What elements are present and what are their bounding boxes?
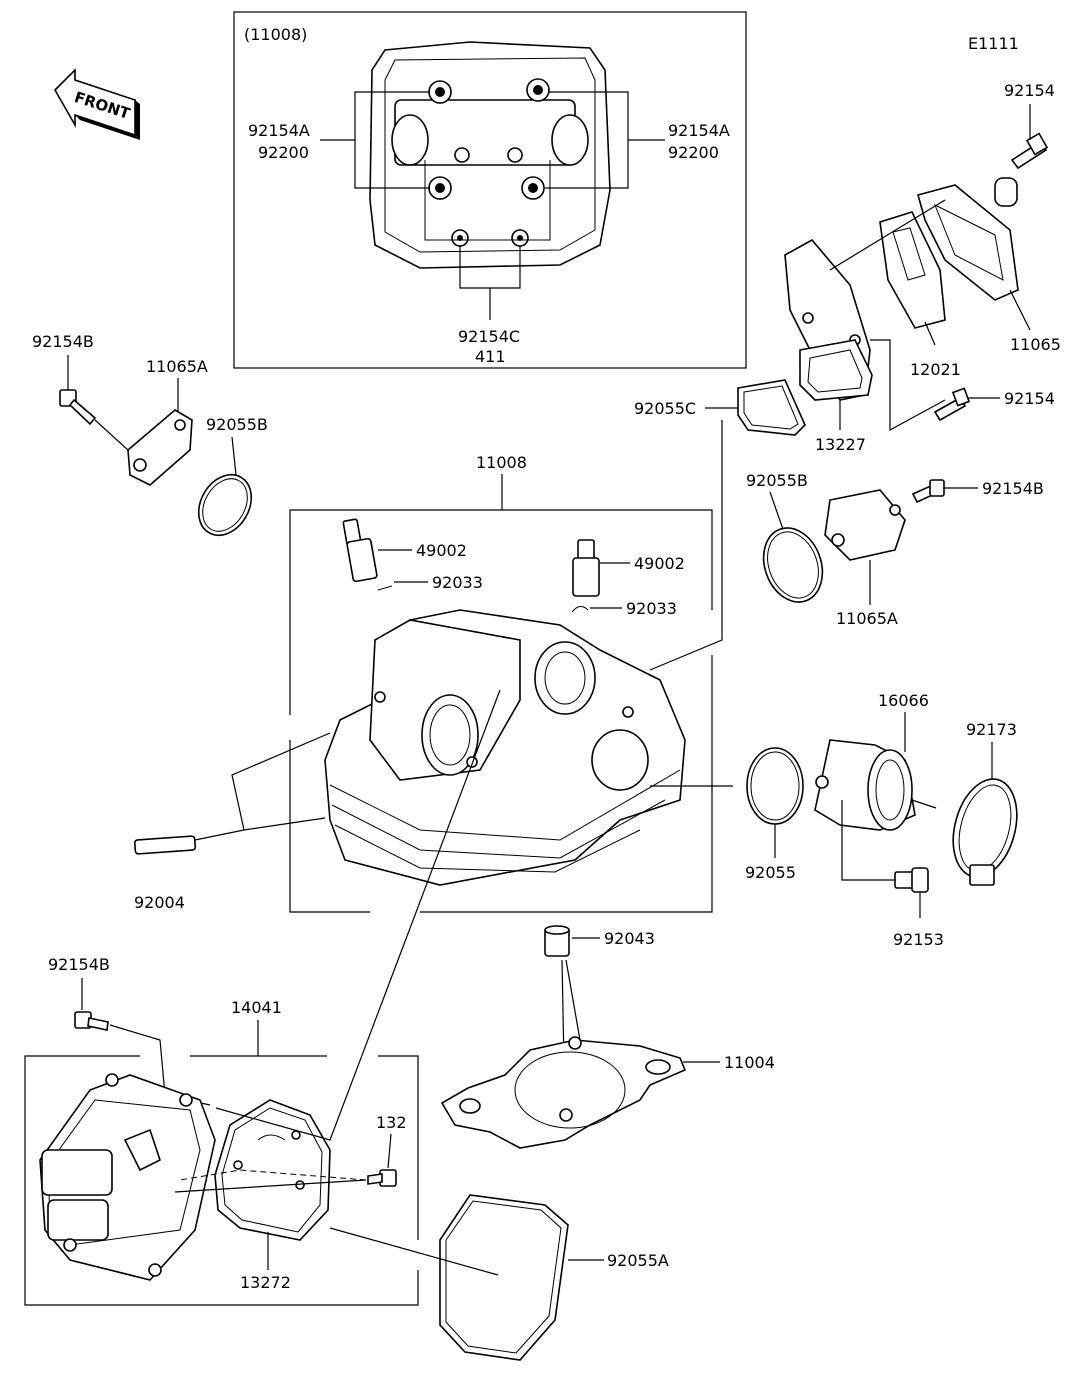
label-92055C: 92055C bbox=[634, 399, 696, 418]
label-92004: 92004 bbox=[134, 893, 185, 912]
label-11004: 11004 bbox=[724, 1053, 775, 1072]
inset-right-label-2: 92200 bbox=[668, 143, 719, 162]
label-49002-a: 49002 bbox=[416, 541, 467, 560]
dowel-pin-92004 bbox=[133, 835, 197, 855]
cylinder-head-gasket-11004 bbox=[440, 1036, 687, 1149]
reed-valve-cover-11065 bbox=[917, 177, 1019, 301]
intake-pipe-16066 bbox=[814, 739, 916, 831]
front-arrow-icon: FRONT bbox=[54, 68, 140, 140]
inset-title: (11008) bbox=[244, 25, 307, 44]
label-11065A-right: 11065A bbox=[836, 609, 898, 628]
bolt-132 bbox=[367, 1169, 397, 1187]
cover-11065A-right bbox=[824, 489, 906, 561]
label-13227: 13227 bbox=[815, 435, 866, 454]
clip-92033-b bbox=[571, 606, 589, 613]
label-12021: 12021 bbox=[910, 360, 961, 379]
bolt-92154-mid bbox=[933, 387, 971, 422]
label-92173: 92173 bbox=[966, 720, 1017, 739]
label-14041: 14041 bbox=[231, 998, 282, 1017]
inset-left-label-2: 92200 bbox=[258, 143, 309, 162]
clamp-92173 bbox=[952, 778, 1018, 886]
label-92154B-bottom: 92154B bbox=[48, 955, 110, 974]
clip-92033-a bbox=[377, 585, 393, 591]
oring-92055C bbox=[737, 379, 806, 436]
inset-bottom-label-2: 411 bbox=[475, 347, 506, 366]
valve-guide-49002-a bbox=[342, 518, 378, 583]
oring-92055B-left bbox=[197, 474, 253, 536]
inset-bottom-label-1: 92154C bbox=[458, 327, 520, 346]
dowel-92043 bbox=[544, 925, 570, 957]
screw-92153 bbox=[894, 867, 929, 893]
inset-frame bbox=[233, 11, 747, 369]
label-11065A-left: 11065A bbox=[146, 357, 208, 376]
cylinder-head-top-view bbox=[369, 41, 611, 269]
label-92033-a: 92033 bbox=[432, 573, 483, 592]
gasket-92055A bbox=[439, 1194, 569, 1361]
bolt-92154B-left bbox=[59, 389, 97, 426]
oring-92055B-right bbox=[762, 527, 824, 603]
label-92055A: 92055A bbox=[607, 1251, 669, 1270]
label-92153: 92153 bbox=[893, 930, 944, 949]
label-92033-b: 92033 bbox=[626, 599, 677, 618]
inset-right-label-1: 92154A bbox=[668, 121, 730, 140]
label-92154B-right: 92154B bbox=[982, 479, 1044, 498]
valve-guide-49002-b bbox=[572, 539, 600, 597]
label-92043: 92043 bbox=[604, 929, 655, 948]
cylinder-head-cover-14041 bbox=[39, 1073, 216, 1281]
reed-valve-12021 bbox=[879, 211, 946, 329]
cylinder-head-11008 bbox=[324, 609, 686, 886]
label-92055B-right: 92055B bbox=[746, 471, 808, 490]
label-132: 132 bbox=[376, 1113, 407, 1132]
label-92154-top: 92154 bbox=[1004, 81, 1055, 100]
cover-plate-13272 bbox=[214, 1099, 331, 1241]
label-92055B-left: 92055B bbox=[206, 415, 268, 434]
cover-11065A-left bbox=[127, 409, 193, 486]
diagram-code: E1111 bbox=[968, 34, 1019, 53]
label-11065: 11065 bbox=[1010, 335, 1061, 354]
label-92154-mid: 92154 bbox=[1004, 389, 1055, 408]
label-16066: 16066 bbox=[878, 691, 929, 710]
bolt-92154B-right bbox=[911, 479, 945, 504]
oring-92055 bbox=[746, 747, 804, 825]
gasket-13227 bbox=[799, 339, 873, 401]
label-13272: 13272 bbox=[240, 1273, 291, 1292]
label-92154B-left: 92154B bbox=[32, 332, 94, 351]
inset-left-label-1: 92154A bbox=[248, 121, 310, 140]
bolt-92154B-bottom bbox=[74, 1011, 109, 1031]
label-92055: 92055 bbox=[745, 863, 796, 882]
label-49002-b: 49002 bbox=[634, 554, 685, 573]
label-11008: 11008 bbox=[476, 453, 527, 472]
bolt-92154-top bbox=[1010, 132, 1049, 170]
